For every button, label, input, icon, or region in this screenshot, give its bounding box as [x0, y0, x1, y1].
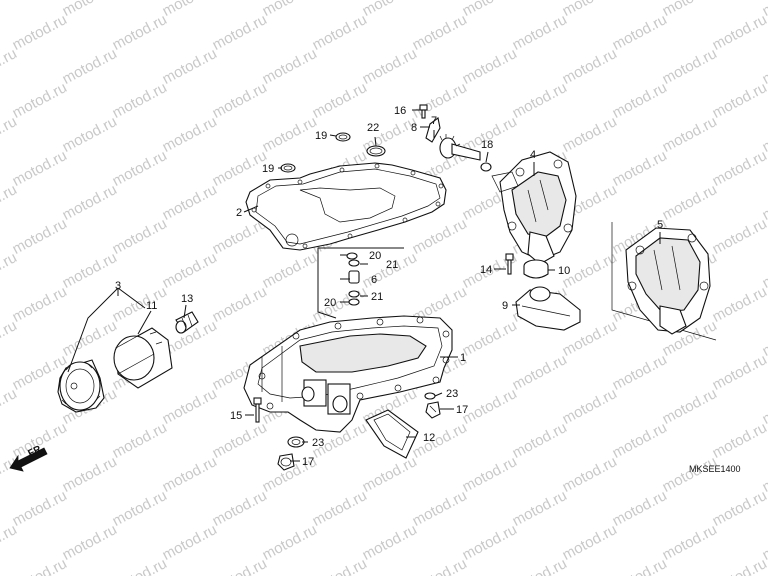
gasket-12 — [365, 409, 419, 459]
callout-1: 1 — [460, 352, 466, 364]
callout-14: 14 — [480, 264, 492, 276]
callout-16: 16 — [394, 105, 406, 117]
callout-4: 4 — [530, 149, 536, 161]
oil-pan-gasket — [245, 162, 447, 251]
collar-10 — [523, 259, 549, 279]
washer-23-lower — [287, 436, 305, 448]
leader-lines — [67, 109, 661, 462]
callout-12: 12 — [423, 432, 435, 444]
callout-19-upper: 19 — [315, 130, 327, 142]
oil-filter-housing — [57, 359, 105, 413]
callout-6: 6 — [371, 274, 377, 286]
callout-labels: 1 2 3 4 5 6 7 8 9 10 11 12 13 14 15 16 1… — [115, 105, 663, 468]
callout-17-lower: 17 — [302, 456, 314, 468]
callout-22: 22 — [367, 122, 379, 134]
callout-17-upper: 17 — [456, 404, 468, 416]
callout-5: 5 — [657, 219, 663, 231]
oil-pump-assembly-alt — [611, 222, 717, 341]
drain-plug-17-upper — [425, 401, 441, 419]
callout-8: 8 — [411, 122, 417, 134]
callout-23-lower: 23 — [312, 437, 324, 449]
diagram-code: MKSEE1400 — [689, 464, 741, 474]
oil-pump-assembly — [491, 151, 577, 265]
oil-filter — [113, 327, 173, 389]
oil-filter-union — [175, 311, 199, 334]
drain-plug-17-lower — [277, 453, 295, 471]
o-ring-21-lower — [348, 290, 360, 298]
o-ring-19-upper — [335, 132, 351, 142]
bolt-14 — [505, 253, 514, 275]
callout-23-upper: 23 — [446, 388, 458, 400]
oil-pump-drive-shaft — [439, 134, 481, 161]
callout-2: 2 — [236, 207, 242, 219]
callout-20-lower: 20 — [324, 297, 336, 309]
callout-3: 3 — [115, 280, 121, 292]
callout-13: 13 — [181, 293, 193, 305]
callout-10: 10 — [558, 265, 570, 277]
callout-18: 18 — [481, 139, 493, 151]
oil-pump-drive-collar — [425, 117, 441, 143]
oil-pan — [243, 315, 453, 433]
callout-19-lower: 19 — [262, 163, 274, 175]
front-arrow-icon — [9, 447, 48, 472]
callout-21-lower: 21 — [371, 291, 383, 303]
o-ring-19-lower — [280, 163, 296, 173]
callout-20-upper: 20 — [369, 250, 381, 262]
o-ring-18 — [480, 162, 492, 172]
callout-15: 15 — [230, 410, 242, 422]
o-ring-22 — [366, 145, 386, 157]
callout-11: 11 — [146, 300, 157, 312]
bolt-15 — [253, 397, 262, 423]
washer-23-upper — [424, 392, 436, 400]
front-direction-label: FR. — [26, 442, 46, 459]
callout-21-upper: 21 — [386, 259, 398, 271]
bolt-16 — [419, 104, 428, 119]
front-direction-indicator: FR. — [9, 442, 48, 472]
o-ring-20-upper — [346, 252, 358, 260]
callout-9: 9 — [502, 300, 508, 312]
oil-strainer — [515, 286, 581, 331]
o-ring-20-lower — [348, 298, 360, 306]
callout-7: 7 — [431, 115, 437, 127]
collar-6 — [348, 270, 360, 284]
o-ring-21-upper — [348, 259, 360, 267]
